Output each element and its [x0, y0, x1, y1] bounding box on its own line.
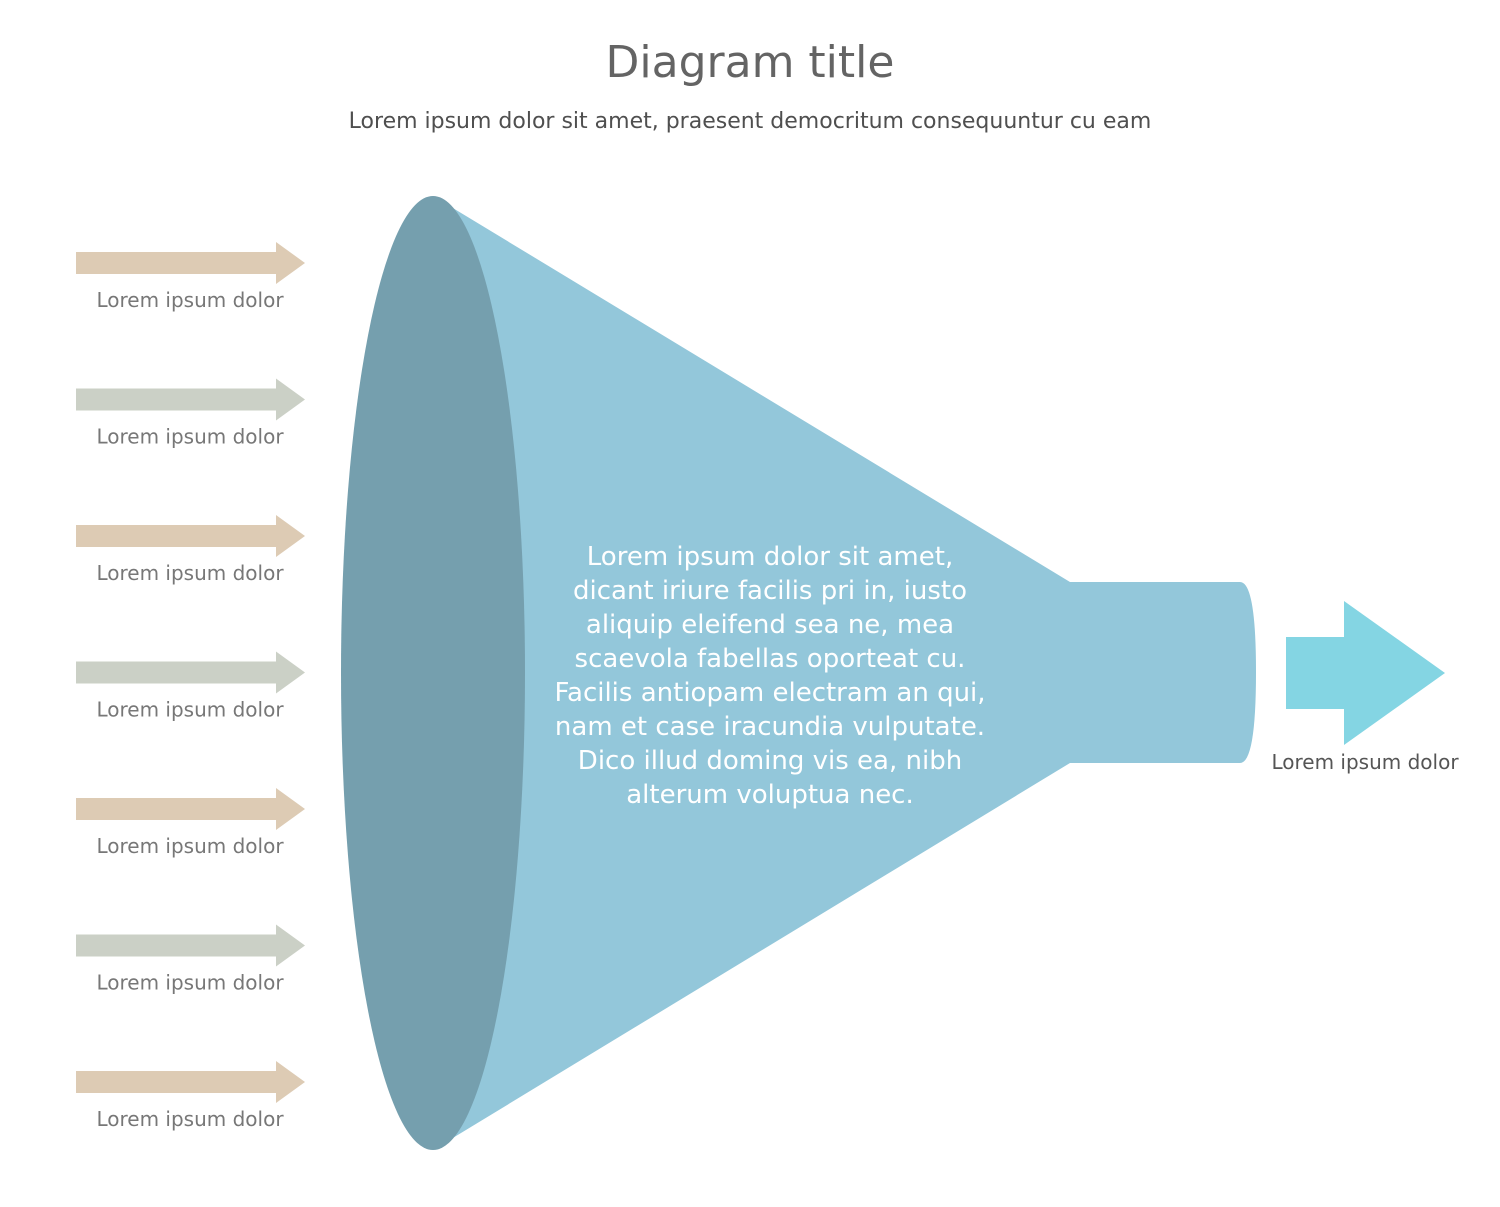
output: Lorem ipsum dolor	[1271, 601, 1459, 774]
input-item: Lorem ipsum dolor	[76, 788, 305, 858]
output-arrow	[1286, 601, 1445, 745]
funnel-text-line: dicant iriure facilis pri in, iusto	[573, 576, 967, 606]
input-label: Lorem ipsum dolor	[96, 834, 284, 858]
diagram-title: Diagram title	[606, 37, 895, 88]
funnel-text-line: Lorem ipsum dolor sit amet,	[587, 542, 953, 572]
input-label: Lorem ipsum dolor	[96, 971, 284, 995]
input-item: Lorem ipsum dolor	[76, 515, 305, 585]
input-arrow	[76, 515, 305, 557]
funnel-text-line: scaevola fabellas oporteat cu.	[575, 644, 966, 674]
input-label: Lorem ipsum dolor	[96, 288, 284, 312]
input-arrow	[76, 242, 305, 284]
input-item: Lorem ipsum dolor	[76, 378, 305, 449]
output-label: Lorem ipsum dolor	[1271, 750, 1459, 774]
input-item: Lorem ipsum dolor	[76, 924, 305, 995]
input-arrow	[76, 788, 305, 830]
input-arrow	[76, 924, 305, 967]
funnel-text-line: aliquip eleifend sea ne, mea	[586, 610, 954, 640]
input-arrow	[76, 1061, 305, 1103]
input-label: Lorem ipsum dolor	[96, 561, 284, 585]
input-item: Lorem ipsum dolor	[76, 242, 305, 312]
funnel-text-line: alterum voluptua nec.	[626, 780, 914, 810]
input-arrow	[76, 378, 305, 421]
input-label: Lorem ipsum dolor	[96, 698, 284, 722]
input-item: Lorem ipsum dolor	[76, 651, 305, 722]
diagram-subtitle: Lorem ipsum dolor sit amet, praesent dem…	[349, 109, 1152, 134]
funnel-mouth	[341, 196, 525, 1150]
input-item: Lorem ipsum dolor	[76, 1061, 305, 1131]
input-arrow	[76, 651, 305, 694]
input-label: Lorem ipsum dolor	[96, 1107, 284, 1131]
funnel-text-line: nam et case iracundia vulputate.	[555, 712, 985, 742]
input-label: Lorem ipsum dolor	[96, 425, 284, 449]
funnel-text-line: Facilis antiopam electram an qui,	[554, 678, 985, 708]
funnel-description: Lorem ipsum dolor sit amet, dicant iriure…	[554, 542, 985, 810]
funnel-text-line: Dico illud doming vis ea, nibh	[578, 746, 962, 776]
funnel: Lorem ipsum dolor sit amet, dicant iriure…	[341, 196, 1256, 1150]
funnel-body	[433, 196, 1256, 1150]
